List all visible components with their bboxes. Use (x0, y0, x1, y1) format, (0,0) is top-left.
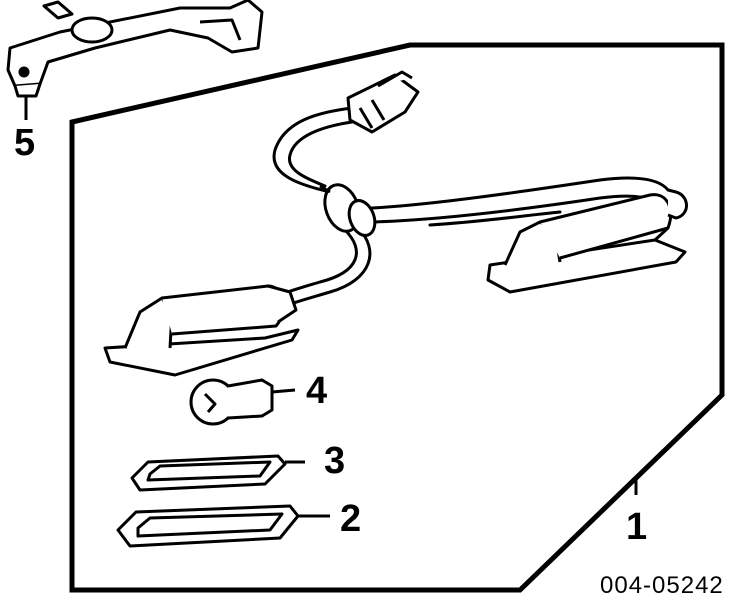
bracket-part (6, 0, 264, 98)
callout-5-label: 5 (14, 122, 36, 164)
assembly-boundary (69, 42, 725, 593)
figure-code: 004-05242 (600, 572, 724, 599)
wiring-harness (272, 106, 670, 308)
gasket-part (116, 504, 300, 548)
callout-4-leader (271, 388, 296, 394)
left-lamp-housing (103, 284, 300, 377)
callout-3-label: 3 (324, 440, 346, 482)
callout-2-label: 2 (340, 498, 362, 540)
harness-connector (346, 70, 420, 134)
callout-4-label: 4 (306, 370, 328, 412)
bulb-part (189, 378, 274, 426)
lens-part (130, 454, 287, 492)
right-lamp-housing (486, 188, 688, 294)
grommet (319, 183, 377, 237)
callout-1-label: 1 (626, 506, 648, 548)
